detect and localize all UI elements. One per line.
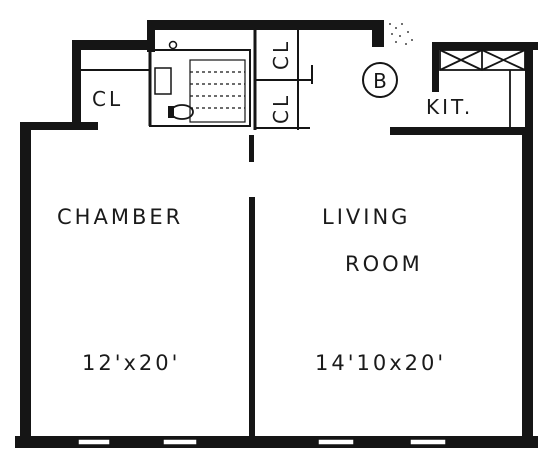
- chamber-dimensions: 12'x20': [82, 351, 180, 375]
- bath-top-wall: [150, 20, 383, 30]
- sink-icon: [168, 40, 178, 50]
- closet-top-wall: [72, 40, 152, 50]
- window-4: [409, 438, 447, 446]
- chamber-top-wall: [20, 122, 98, 130]
- window-2: [162, 438, 198, 446]
- stipple-pattern: [389, 23, 413, 45]
- left-wall: [20, 125, 31, 445]
- outer-walls: [15, 20, 538, 448]
- kitchen-label: KIT.: [426, 95, 473, 119]
- living-top-wall: [390, 127, 533, 135]
- window-3: [317, 438, 355, 446]
- right-wall: [522, 128, 533, 443]
- chamber-name: CHAMBER: [57, 205, 183, 229]
- toilet-icon: [154, 67, 194, 120]
- bath-left-wall: [147, 20, 155, 52]
- hall-closets: [253, 30, 313, 130]
- top-wall-end: [372, 20, 384, 47]
- kitchen-left-wall: [432, 42, 439, 92]
- unit-badge: B: [362, 62, 398, 98]
- bath-outline: [149, 49, 251, 127]
- bathroom: [149, 40, 251, 127]
- partition-stub: [249, 135, 254, 162]
- bathtub-icon: [189, 59, 246, 123]
- closet-upper-label: CL: [269, 39, 293, 70]
- window-1: [77, 438, 111, 446]
- bottom-wall: [15, 436, 538, 448]
- kitchen-right-wall: [525, 42, 533, 134]
- kitchen-counter: [439, 49, 526, 128]
- closet-left-wall: [72, 40, 81, 126]
- living-name-line2: ROOM: [345, 252, 423, 276]
- windows: [77, 438, 447, 446]
- unit-label: B: [373, 69, 387, 93]
- living-name-line1: LIVING: [322, 205, 410, 229]
- living-dimensions: 14'10x20': [315, 351, 446, 375]
- kitchen-top-wall: [432, 42, 538, 50]
- partition-wall: [249, 197, 255, 437]
- closet-left-label: CL: [92, 87, 123, 111]
- closet-lower-label: CL: [269, 93, 293, 124]
